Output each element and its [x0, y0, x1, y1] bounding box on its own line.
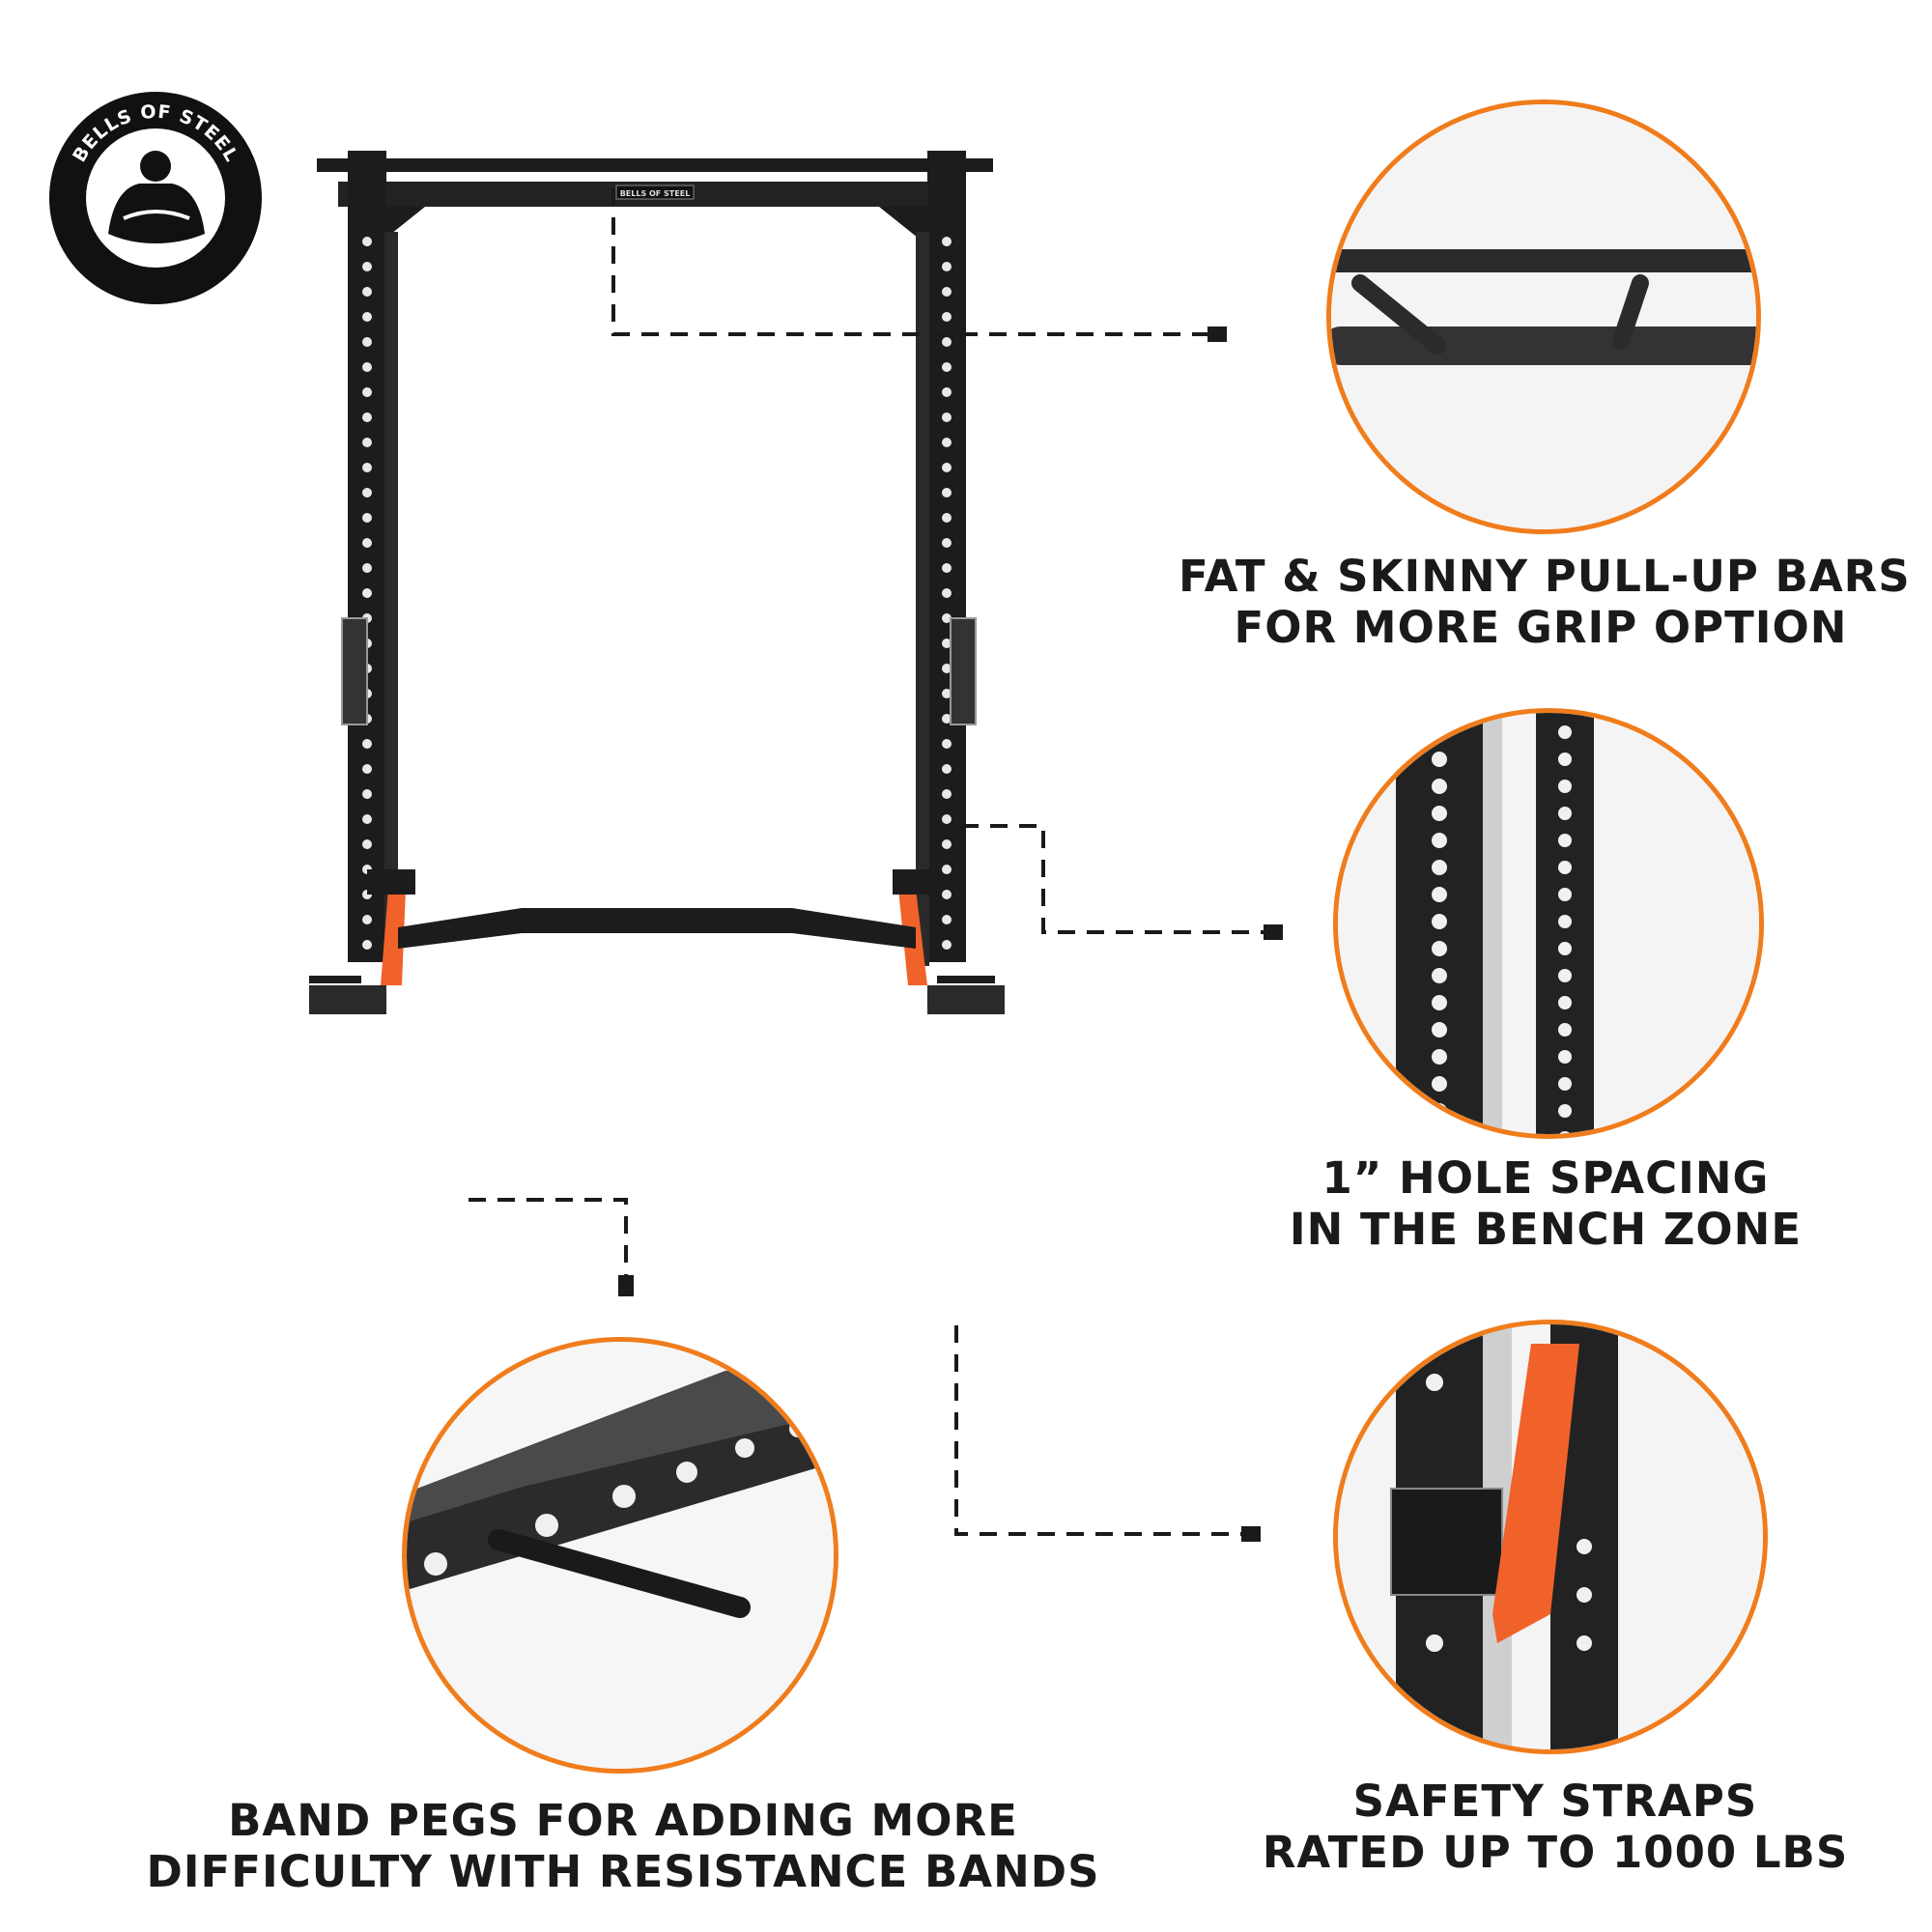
safety-strap-detail-image: [1333, 1320, 1768, 1754]
caption-line: RATED UP TO 1000 LBS: [1262, 1827, 1849, 1879]
caption-band-pegs: BAND PEGS FOR ADDING MORE DIFFICULTY WIT…: [145, 1795, 1101, 1897]
brand-logo: BELLS OF STEEL EST.2010: [49, 92, 262, 304]
caption-line: FOR MORE GRIP OPTION: [1234, 602, 1848, 654]
hole-spacing-detail-image: [1333, 708, 1764, 1139]
caption-line: DIFFICULTY WITH RESISTANCE BANDS: [146, 1846, 1100, 1898]
caption-line: SAFETY STRAPS: [1352, 1776, 1758, 1827]
caption-line: FAT & SKINNY PULL-UP BARS: [1179, 551, 1911, 602]
strongman-icon: [108, 151, 205, 243]
rack-brand-plate: BELLS OF STEEL: [620, 189, 691, 198]
pullup-bar-detail-image: [1326, 99, 1761, 534]
caption-line: 1” HOLE SPACING: [1321, 1152, 1770, 1204]
caption-hole-spacing: 1” HOLE SPACING IN THE BENCH ZONE: [1208, 1152, 1884, 1255]
caption-line: BAND PEGS FOR ADDING MORE: [228, 1795, 1018, 1846]
caption-safety-straps: SAFETY STRAPS RATED UP TO 1000 LBS: [1217, 1776, 1893, 1878]
caption-pullup-bars: FAT & SKINNY PULL-UP BARS FOR MORE GRIP …: [1179, 551, 1911, 654]
power-rack-image: BELLS OF STEEL: [309, 151, 1005, 1014]
band-peg-detail-image: [402, 1337, 838, 1774]
caption-line: IN THE BENCH ZONE: [1289, 1204, 1803, 1256]
